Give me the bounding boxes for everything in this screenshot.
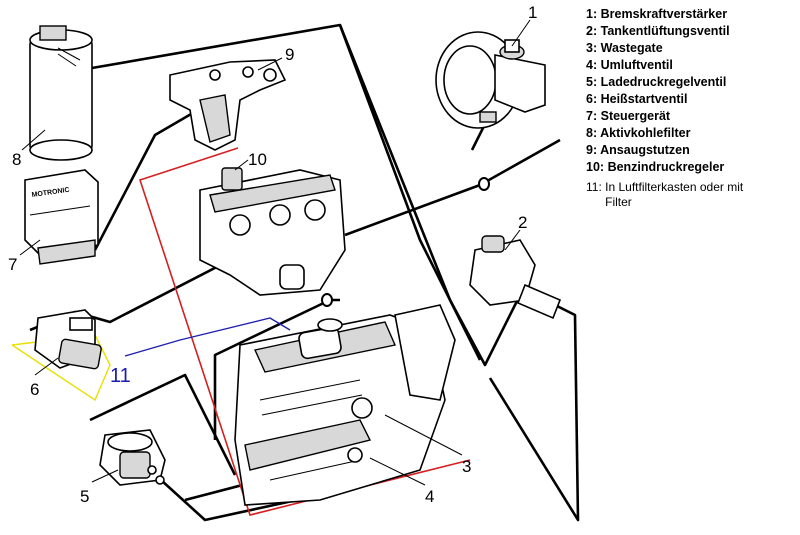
- legend-text: Benzindruckregeler: [607, 160, 725, 174]
- charcoal-filter-part-8: [29, 25, 93, 161]
- legend-text: Steuergerät: [600, 109, 671, 123]
- legend-text: Heißstartventil: [600, 92, 688, 106]
- legend-num: 6:: [586, 92, 598, 106]
- legend-text: Ansaugstutzen: [600, 143, 690, 157]
- legend-item-4: 4: Umluftventil: [586, 57, 796, 74]
- legend-item-10: 10: Benzindruckregeler: [586, 159, 796, 176]
- legend-num: 5:: [586, 75, 598, 89]
- callout-leaders: [19, 19, 531, 486]
- legend-num: 1:: [586, 7, 598, 21]
- legend-item-7: 7: Steuergerät: [586, 108, 796, 125]
- callout-8: 8: [12, 150, 21, 169]
- legend-text: Aktivkohlefilter: [600, 126, 691, 140]
- legend-item-9: 9: Ansaugstutzen: [586, 142, 796, 159]
- legend-text: In Luftfilterkasten oder mit Filter: [605, 180, 744, 209]
- fuel-pressure-regulator-part-10: [199, 167, 346, 296]
- callout-7: 7: [8, 255, 17, 274]
- callout-6: 6: [30, 380, 39, 399]
- legend-item-11: 11: In Luftfilterkasten oder mit Filter: [586, 180, 796, 210]
- legend-num: 10:: [586, 160, 605, 174]
- callout-3: 3: [462, 457, 471, 476]
- callout-10: 10: [248, 150, 267, 169]
- legend-text: Wastegate: [600, 41, 663, 55]
- legend-num: 7:: [586, 109, 598, 123]
- callout-4: 4: [425, 487, 434, 506]
- callout-9: 9: [285, 45, 294, 64]
- legend-text: Umluftventil: [600, 58, 673, 72]
- engine-block: [234, 304, 456, 506]
- legend: 1: Bremskraftverstärker 2: Tankentlüftun…: [586, 6, 796, 210]
- legend-item-3: 3: Wastegate: [586, 40, 796, 57]
- callout-5: 5: [80, 487, 89, 506]
- intake-manifold-part-9: [169, 59, 287, 151]
- legend-num: 8:: [586, 126, 598, 140]
- legend-item-5: 5: Ladedruckregelventil: [586, 74, 796, 91]
- callout-11: 11: [110, 365, 131, 387]
- legend-num: 2:: [586, 24, 598, 38]
- legend-item-6: 6: Heißstartventil: [586, 91, 796, 108]
- heat-start-valve-part-6: [34, 309, 102, 370]
- legend-text: Ladedruckregelventil: [600, 75, 727, 89]
- tank-vent-valve-part-2: [469, 235, 562, 320]
- blue-line: [124, 317, 291, 357]
- boost-control-valve-part-5: [99, 429, 166, 486]
- callout-2: 2: [518, 213, 527, 232]
- legend-num: 3:: [586, 41, 598, 55]
- ecu-part-7: MOTRONIC: [24, 169, 99, 265]
- legend-item-8: 8: Aktivkohlefilter: [586, 125, 796, 142]
- legend-text: Bremskraftverstärker: [600, 7, 728, 21]
- callout-1: 1: [528, 3, 537, 22]
- legend-item-2: 2: Tankentlüftungsventil: [586, 23, 796, 40]
- legend-num: 9:: [586, 143, 598, 157]
- legend-num: 11:: [586, 180, 602, 194]
- legend-text: Tankentlüftungsventil: [600, 24, 730, 38]
- legend-item-1: 1: Bremskraftverstärker: [586, 6, 796, 23]
- brake-booster-part-1: [435, 31, 546, 129]
- legend-num: 4:: [586, 58, 598, 72]
